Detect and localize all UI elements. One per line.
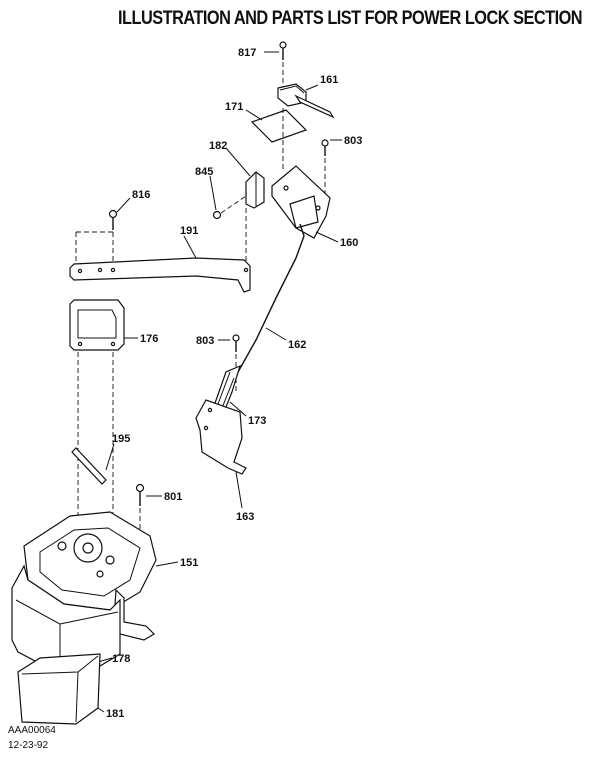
callout-191: 191 xyxy=(180,225,198,237)
plate-176 xyxy=(69,299,138,520)
block-181 xyxy=(17,653,105,725)
callout-176: 176 xyxy=(140,333,158,345)
block-182 xyxy=(225,147,265,209)
drawing-date: 12-23-92 xyxy=(8,740,48,751)
callout-803-upper: 803 xyxy=(344,135,362,147)
callout-195: 195 xyxy=(112,433,130,445)
callout-151: 151 xyxy=(180,557,198,569)
callout-845: 845 xyxy=(195,166,213,178)
screw-817 xyxy=(264,41,287,88)
callout-171: 171 xyxy=(225,101,243,113)
callout-178: 178 xyxy=(112,653,130,665)
bracket-160 xyxy=(271,165,339,243)
callout-160: 160 xyxy=(340,237,358,249)
link-195 xyxy=(71,443,115,485)
drawing-code: AAA00064 xyxy=(8,725,56,736)
insulator-171 xyxy=(245,108,308,170)
callout-816: 816 xyxy=(132,189,150,201)
callout-801: 801 xyxy=(164,491,182,503)
screw-803-upper xyxy=(321,139,342,200)
screw-816 xyxy=(75,197,131,268)
callout-163: 163 xyxy=(236,511,254,523)
callout-803-middle: 803 xyxy=(196,335,214,347)
callout-161: 161 xyxy=(320,74,338,86)
callout-162: 162 xyxy=(288,339,306,351)
switch-161 xyxy=(277,83,335,119)
nut-845 xyxy=(209,175,247,220)
lever-191 xyxy=(69,208,251,293)
plate-163 xyxy=(195,399,247,509)
diagram-title: ILLUSTRATION AND PARTS LIST FOR POWER LO… xyxy=(118,8,583,29)
callout-181: 181 xyxy=(106,708,124,720)
callout-817: 817 xyxy=(238,47,256,59)
callout-182: 182 xyxy=(209,140,227,152)
callout-173: 173 xyxy=(248,415,266,427)
lock-mechanism-151 xyxy=(23,511,179,641)
